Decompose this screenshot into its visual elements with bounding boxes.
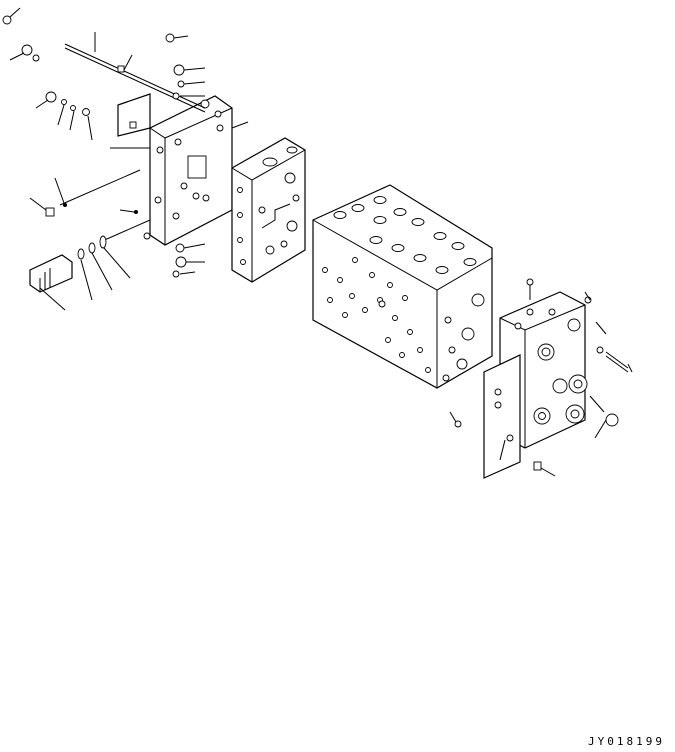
tie-bolt[interactable] (64, 32, 206, 113)
main-valve-block[interactable] (312, 184, 493, 389)
valve-section[interactable] (231, 137, 306, 283)
inlet-cover-block[interactable] (499, 291, 588, 449)
bolt-right[interactable] (449, 278, 633, 477)
drawing-number: JY018199 (588, 735, 665, 748)
plate[interactable] (483, 354, 521, 479)
tie-bolt-lower[interactable] (59, 169, 151, 243)
bolt-top-left[interactable] (165, 33, 206, 100)
end-cover-block[interactable] (117, 93, 249, 246)
seal-washer[interactable] (2, 7, 40, 62)
plug[interactable] (35, 91, 93, 141)
o-ring[interactable] (77, 235, 131, 301)
screw[interactable] (29, 177, 138, 217)
leader-lines (110, 105, 607, 413)
bolt-bottom-left[interactable] (143, 232, 206, 278)
relief-valve[interactable] (29, 254, 73, 311)
nut[interactable] (117, 54, 137, 129)
